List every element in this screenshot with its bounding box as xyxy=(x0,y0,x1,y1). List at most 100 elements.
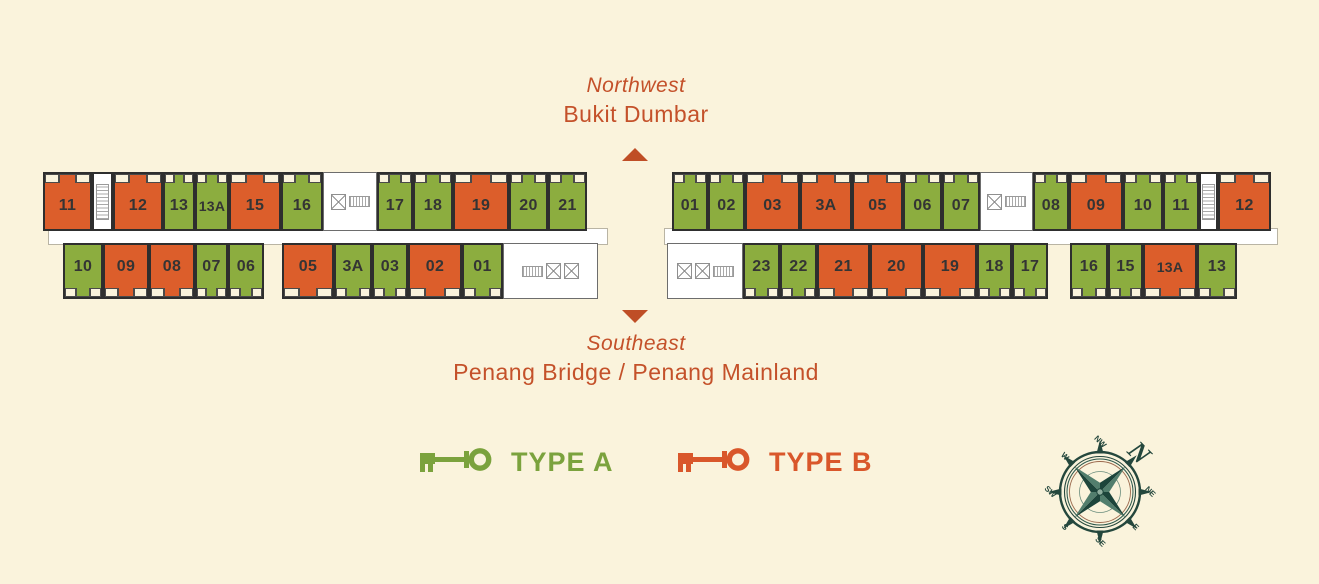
unit-area: 20 xyxy=(511,183,546,229)
balcony-box xyxy=(574,174,585,183)
balcony-box xyxy=(283,174,295,183)
balcony-tab xyxy=(470,174,492,183)
unit-cell[interactable]: 3A xyxy=(800,172,852,231)
unit-cell[interactable]: 05 xyxy=(282,243,334,299)
unit-cell[interactable]: 12 xyxy=(1218,172,1271,231)
unit-cell[interactable]: 03 xyxy=(372,243,408,299)
unit-cell[interactable]: 08 xyxy=(1033,172,1069,231)
balcony-box xyxy=(852,288,868,297)
balcony-strip xyxy=(45,174,90,183)
unit-cell[interactable]: 13 xyxy=(1197,243,1237,299)
stairwell-cell xyxy=(1199,172,1218,231)
unit-area: 08 xyxy=(1035,183,1067,229)
unit-cell[interactable]: 03 xyxy=(745,172,800,231)
unit-cell[interactable]: 3A xyxy=(334,243,372,299)
balcony-box xyxy=(65,288,77,297)
unit-cell[interactable]: 02 xyxy=(708,172,745,231)
unit-cell[interactable]: 13A xyxy=(195,172,229,231)
unit-label: 09 xyxy=(1086,197,1106,214)
unit-cell[interactable]: 19 xyxy=(923,243,977,299)
unit-cell[interactable]: 15 xyxy=(229,172,281,231)
unit-area: 08 xyxy=(151,245,193,288)
unit-cell[interactable]: 02 xyxy=(408,243,462,299)
balcony-box xyxy=(732,174,744,183)
unit-cell[interactable]: 18 xyxy=(413,172,453,231)
balcony-strip xyxy=(1220,174,1269,183)
balcony-box xyxy=(197,174,207,183)
unit-cell[interactable]: 20 xyxy=(870,243,923,299)
unit-cell[interactable]: 21 xyxy=(548,172,587,231)
balcony-tab xyxy=(294,174,310,183)
unit-area: 16 xyxy=(1072,245,1106,288)
unit-area: 3A xyxy=(802,183,850,229)
unit-cell[interactable]: 13A xyxy=(1143,243,1197,299)
lift-icon xyxy=(694,263,710,279)
balcony-box xyxy=(1223,288,1235,297)
unit-cell[interactable]: 07 xyxy=(942,172,980,231)
balcony-box xyxy=(767,288,779,297)
unit-cell[interactable]: 22 xyxy=(780,243,817,299)
unit-cell[interactable]: 10 xyxy=(63,243,103,299)
unit-area: 05 xyxy=(854,183,901,229)
unit-cell[interactable]: 16 xyxy=(1070,243,1108,299)
direction-label-northwest: Northwest Bukit Dumbar xyxy=(426,74,846,128)
unit-cell[interactable]: 19 xyxy=(453,172,509,231)
balcony-strip xyxy=(854,174,901,183)
unit-cell[interactable]: 17 xyxy=(377,172,413,231)
unit-label: 19 xyxy=(940,257,960,275)
unit-cell[interactable]: 13 xyxy=(163,172,195,231)
unit-cell[interactable]: 20 xyxy=(509,172,548,231)
unit-area: 19 xyxy=(925,245,975,288)
unit-cell[interactable]: 05 xyxy=(852,172,903,231)
balcony-box xyxy=(197,288,206,297)
unit-cell[interactable]: 09 xyxy=(1069,172,1123,231)
unit-cell[interactable]: 01 xyxy=(462,243,503,299)
unit-cell[interactable]: 11 xyxy=(1163,172,1199,231)
unit-cell[interactable]: 07 xyxy=(195,243,228,299)
unit-area: 23 xyxy=(745,245,778,288)
balcony-strip xyxy=(819,288,868,297)
unit-cell[interactable]: 10 xyxy=(1123,172,1163,231)
balcony-strip xyxy=(197,174,227,183)
balcony-box xyxy=(1057,174,1067,183)
balcony-strip xyxy=(464,288,501,297)
balcony-tab xyxy=(720,174,733,183)
balcony-tab xyxy=(475,288,490,297)
service-core-cell xyxy=(667,243,743,299)
unit-area: 11 xyxy=(45,183,90,229)
balcony-box xyxy=(231,174,246,183)
unit-cell[interactable]: 16 xyxy=(281,172,323,231)
key-icon xyxy=(420,448,492,472)
unit-cell[interactable]: 23 xyxy=(743,243,780,299)
compass-label-se: SE xyxy=(1093,535,1107,549)
balcony-strip xyxy=(151,288,193,297)
unit-cell[interactable]: 17 xyxy=(1012,243,1048,299)
unit-area: 09 xyxy=(105,245,147,288)
unit-area: 21 xyxy=(550,183,585,229)
unit-cell[interactable]: 15 xyxy=(1108,243,1143,299)
stairwell-cell xyxy=(92,172,113,231)
unit-cell[interactable]: 21 xyxy=(817,243,870,299)
balcony-strip xyxy=(283,174,322,183)
balcony-box xyxy=(905,288,921,297)
unit-cell[interactable]: 11 xyxy=(43,172,92,231)
unit-cell[interactable]: 12 xyxy=(113,172,163,231)
lift-icon xyxy=(564,263,579,279)
unit-cell[interactable]: 18 xyxy=(977,243,1012,299)
unit-label: 02 xyxy=(425,257,445,275)
balcony-strip xyxy=(511,174,546,183)
unit-cell[interactable]: 01 xyxy=(672,172,708,231)
unit-cell[interactable]: 06 xyxy=(228,243,264,299)
balcony-box xyxy=(1125,174,1137,183)
unit-cell[interactable]: 08 xyxy=(149,243,195,299)
unit-area: 13 xyxy=(1199,245,1235,288)
unit-cell[interactable]: 06 xyxy=(903,172,942,231)
balcony-tab xyxy=(1023,288,1037,297)
balcony-box xyxy=(1036,288,1046,297)
unit-cell[interactable]: 09 xyxy=(103,243,149,299)
balcony-tab xyxy=(1044,174,1058,183)
balcony-strip xyxy=(674,174,706,183)
